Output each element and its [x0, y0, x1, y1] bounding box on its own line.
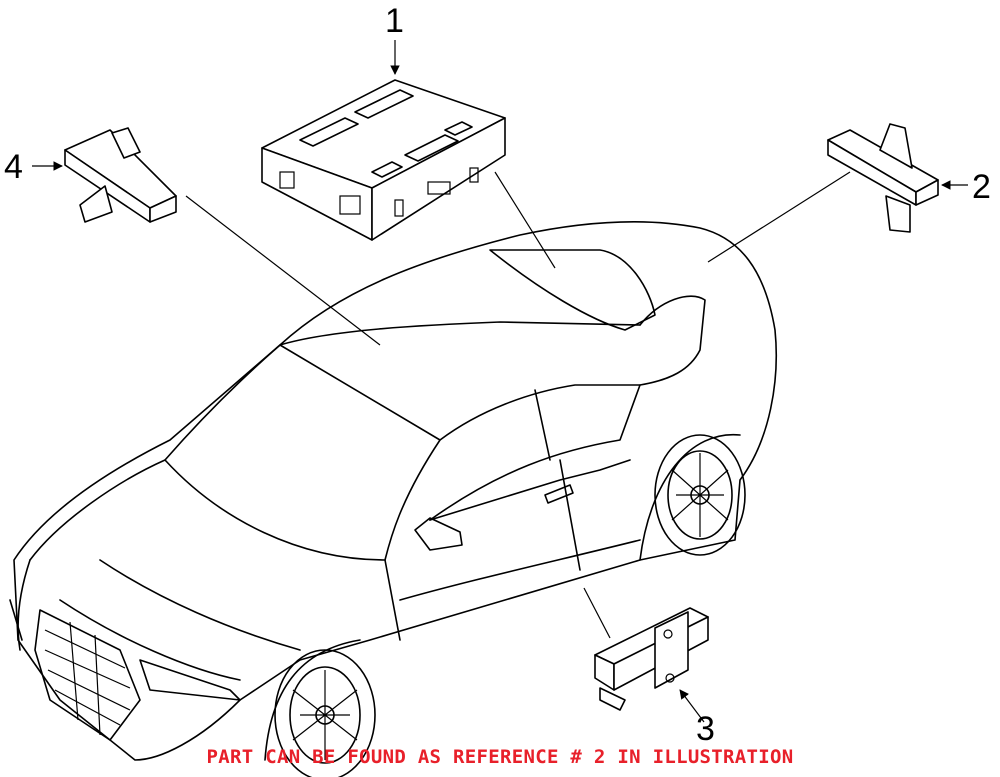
reference-footnote: PART CAN BE FOUND AS REFERENCE # 2 IN IL… [206, 746, 794, 768]
leader-lines [32, 40, 968, 723]
part-1-control-module [261, 79, 506, 241]
part-3-sensor [594, 607, 709, 711]
callout-2: 2 [972, 168, 991, 206]
callout-4: 4 [4, 148, 23, 186]
part-2-sensor [827, 123, 939, 233]
callout-3: 3 [696, 710, 715, 748]
callout-1: 1 [385, 2, 404, 40]
car-illustration [9, 221, 778, 777]
part-4-sensor [64, 127, 177, 223]
